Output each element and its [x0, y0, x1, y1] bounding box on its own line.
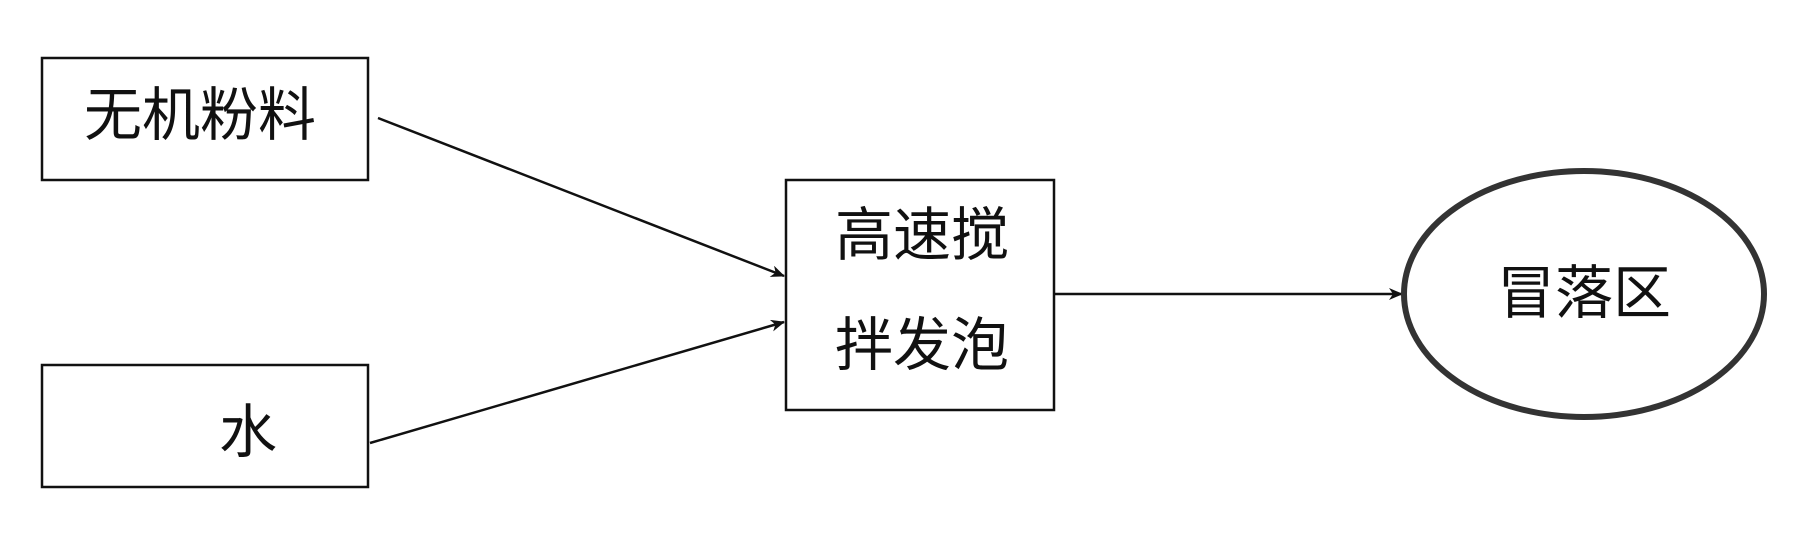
- node-inorganic-powder: 无机粉料: [40, 56, 370, 182]
- node-overflow-zone: 冒落区: [1401, 168, 1767, 420]
- node-inorganic-powder-label: 无机粉料: [84, 81, 316, 149]
- node-high-speed-foaming: 高速搅 拌发泡: [784, 178, 1056, 412]
- node-water: 水: [40, 363, 370, 489]
- node-high-speed-foaming-label-line1: 高速搅: [835, 201, 1009, 269]
- node-water-label: 水: [219, 398, 277, 466]
- node-overflow-zone-label: 冒落区: [1497, 259, 1671, 327]
- edge-water-to-foaming: [369, 319, 785, 445]
- node-high-speed-foaming-label-line2: 拌发泡: [835, 311, 1009, 379]
- edge-powder-to-foaming: [377, 116, 785, 278]
